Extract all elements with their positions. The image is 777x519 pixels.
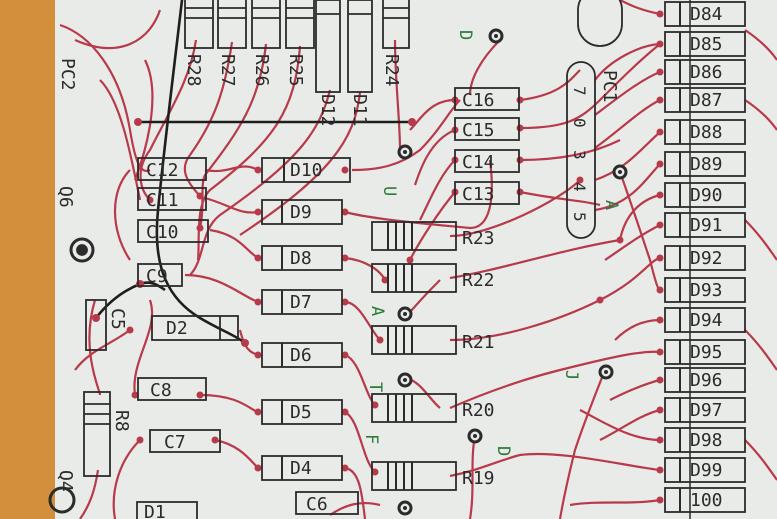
label-c5: C5: [107, 308, 128, 330]
left-orange-strip: [0, 0, 55, 519]
green-mark-u: U: [379, 186, 399, 196]
ring-pads: [397, 28, 628, 516]
green-mark-j: J: [561, 370, 581, 380]
label-r21: R21: [462, 332, 495, 353]
label-r23: R23: [462, 228, 495, 249]
label-d93: D93: [690, 280, 723, 301]
label-d91: D91: [690, 215, 723, 236]
label-d96: D96: [690, 370, 723, 391]
green-mark-d-top: D: [455, 30, 475, 40]
pc1-pin-2: 0: [570, 118, 589, 128]
label-c7: C7: [164, 432, 186, 453]
label-d98: D98: [690, 430, 723, 451]
label-c14: C14: [462, 152, 495, 173]
label-c10: C10: [146, 222, 179, 243]
trace-network: [59, 0, 777, 519]
label-d92: D92: [690, 248, 723, 269]
label-pc1: PC1: [599, 70, 620, 103]
label-d6: D6: [290, 345, 312, 366]
label-d9: D9: [290, 202, 312, 223]
label-c6: C6: [306, 494, 328, 515]
green-mark-d-low: D: [493, 446, 513, 456]
label-r26: R26: [251, 54, 272, 87]
pc1-pin-1: 7: [570, 86, 589, 96]
label-q4: Q4: [55, 470, 76, 492]
green-mark-a-mid: A: [367, 306, 387, 316]
label-d86: D86: [690, 62, 723, 83]
label-c8: C8: [150, 380, 172, 401]
label-d88: D88: [690, 122, 723, 143]
label-r20: R20: [462, 400, 495, 421]
label-d4: D4: [290, 458, 312, 479]
label-pc2: PC2: [57, 58, 78, 91]
green-mark-t1: T: [365, 382, 385, 392]
label-c13: C13: [462, 184, 495, 205]
pc1-pin-5: 5: [570, 212, 589, 222]
label-d94: D94: [690, 310, 723, 331]
label-d10: D10: [290, 160, 323, 181]
label-d95: D95: [690, 342, 723, 363]
label-c16: C16: [462, 90, 495, 111]
label-d2: D2: [166, 318, 188, 339]
pc1-pin-4: 4: [570, 182, 589, 192]
label-r19: R19: [462, 468, 495, 489]
label-d11: D11: [349, 94, 370, 127]
label-d8: D8: [290, 248, 312, 269]
label-c11: C11: [146, 190, 179, 211]
label-d5: D5: [290, 402, 312, 423]
label-d87: D87: [690, 90, 723, 111]
pc1-pin-3: 3: [570, 150, 589, 160]
label-q6: Q6: [55, 186, 76, 208]
label-d84: D84: [690, 4, 723, 25]
label-d100: 100: [690, 490, 723, 511]
label-c9: C9: [146, 266, 168, 287]
label-d89: D89: [690, 154, 723, 175]
label-d12: D12: [317, 94, 338, 127]
label-r8: R8: [111, 410, 132, 432]
label-d7: D7: [290, 292, 312, 313]
label-d90: D90: [690, 185, 723, 206]
component-bands: [281, 0, 691, 519]
label-r27: R27: [217, 54, 238, 87]
label-c12: C12: [146, 160, 179, 181]
label-d1: D1: [144, 502, 166, 519]
green-mark-t2: F: [361, 434, 381, 444]
label-r28: R28: [183, 54, 204, 87]
component-labels: PC2 Q6 C5 R8 Q4 R28 R27 R26 R25 D12 D11 …: [55, 4, 723, 519]
green-mark-a-pc: A: [601, 200, 621, 210]
label-r24: R24: [381, 54, 402, 87]
label-d99: D99: [690, 460, 723, 481]
label-r25: R25: [285, 54, 306, 87]
label-d97: D97: [690, 400, 723, 421]
label-d85: D85: [690, 34, 723, 55]
component-outlines: [48, 0, 746, 519]
label-r22: R22: [462, 270, 495, 291]
label-c15: C15: [462, 120, 495, 141]
